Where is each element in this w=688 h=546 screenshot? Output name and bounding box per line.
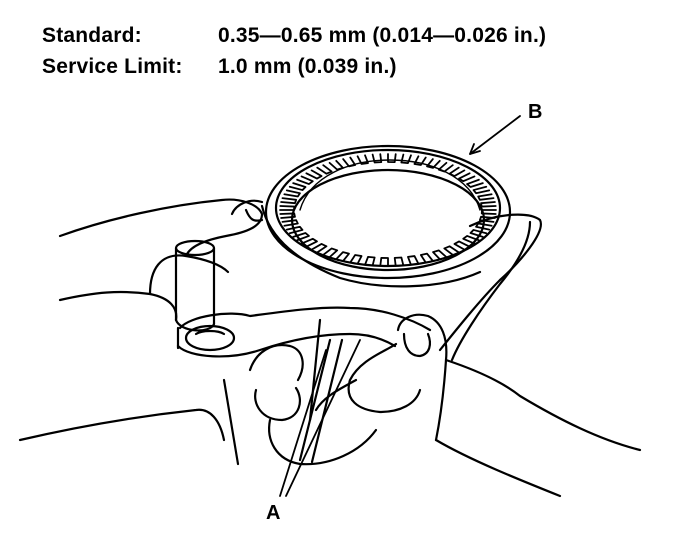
callout-label-a: A [266,502,281,524]
standard-label: Standard: [42,24,142,47]
leader-line-a-left [279,349,327,497]
leader-line-a-right [285,339,361,497]
leader-line-b [469,115,521,155]
right-hand-icon [314,313,642,498]
left-hand-icon [18,198,264,442]
pin-post-icon [174,239,216,332]
tool-arm-icon [176,306,432,358]
service-limit-value: 1.0 mm (0.039 in.) [218,55,397,78]
lower-hand-icon [222,318,378,466]
arrowhead-b [469,143,481,155]
feeler-gauge-icon [298,338,344,464]
spec-service-limit: Service Limit: 1.0 mm (0.039 in.) [42,55,397,79]
splined-clutch-hub-icon [260,144,542,362]
spec-standard: Standard: 0.35—0.65 mm (0.014—0.026 in.) [42,24,546,48]
service-limit-label: Service Limit: [42,55,183,78]
standard-value: 0.35—0.65 mm (0.014—0.026 in.) [218,24,547,47]
callout-leaders [279,115,521,497]
callout-label-b: B [528,101,543,123]
